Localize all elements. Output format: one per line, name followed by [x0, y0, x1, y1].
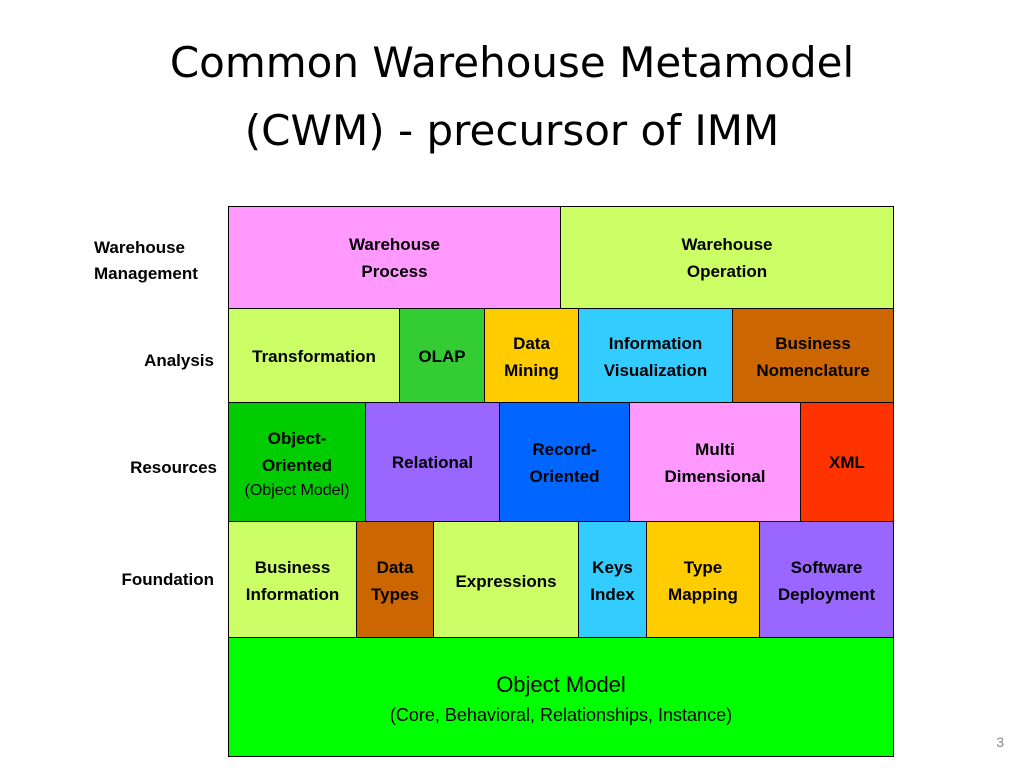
box-business-nomenclature: Business Nomenclature — [732, 308, 894, 403]
box-warehouse-operation-line-2: Operation — [686, 262, 768, 281]
box-transformation: Transformation — [228, 308, 400, 403]
box-olap: OLAP — [399, 308, 485, 403]
box-type-mapping-line-2: Mapping — [668, 585, 738, 604]
box-information-visualization-line-1: Information — [608, 334, 703, 353]
box-record-oriented: Record- Oriented — [499, 402, 630, 522]
box-software-deployment-line-2: Deployment — [777, 585, 876, 604]
box-object-model: Object Model (Core, Behavioral, Relation… — [228, 637, 894, 757]
box-keys-index: Keys Index — [578, 521, 647, 638]
box-keys-index-line-1: Keys — [592, 558, 633, 577]
box-record-oriented-line-2: Oriented — [529, 467, 600, 486]
box-business-nomenclature-line-2: Nomenclature — [756, 361, 870, 380]
box-type-mapping: Type Mapping — [646, 521, 760, 638]
slide-title-line-1: Common Warehouse Metamodel — [169, 38, 855, 87]
box-expressions: Expressions — [433, 521, 579, 638]
box-expressions-line-1: Expressions — [455, 572, 557, 591]
box-business-information-line-2: Information — [245, 585, 340, 604]
slide-title-line-2: (CWM) - precursor of IMM — [244, 106, 780, 155]
box-data-mining-line-2: Mining — [504, 361, 559, 380]
box-relational-line-1: Relational — [391, 453, 474, 472]
box-transformation-line-1: Transformation — [252, 347, 376, 366]
box-object-oriented: Object- Oriented (Object Model) — [228, 402, 366, 522]
box-data-types: Data Types — [356, 521, 434, 638]
row-label-analysis: Analysis — [144, 351, 214, 370]
box-warehouse-process-line-2: Process — [361, 262, 428, 281]
slide-number: 3 — [996, 734, 1004, 750]
box-object-model-subtitle: (Core, Behavioral, Relationships, Instan… — [389, 705, 733, 725]
box-object-oriented-line-2: Oriented — [262, 456, 332, 475]
box-software-deployment-line-1: Software — [790, 558, 863, 577]
box-warehouse-process-line-1: Warehouse — [348, 235, 440, 254]
box-olap-line-1: OLAP — [418, 347, 466, 366]
box-multi-dimensional-line-2: Dimensional — [664, 467, 766, 486]
row-label-warehouse-management-line-1: Warehouse — [94, 238, 186, 257]
row-label-warehouse-management: Warehouse Management — [94, 235, 198, 287]
box-data-mining: Data Mining — [484, 308, 579, 403]
box-business-information: Business Information — [228, 521, 357, 638]
box-object-oriented-line-1: Object- — [267, 429, 327, 448]
box-business-information-line-1: Business — [254, 558, 331, 577]
row-label-resources: Resources — [130, 458, 217, 477]
box-multi-dimensional-line-1: Multi — [695, 440, 735, 459]
box-warehouse-process: Warehouse Process — [228, 206, 561, 309]
box-business-nomenclature-line-1: Business — [775, 334, 851, 353]
row-label-warehouse-management-line-2: Management — [94, 264, 198, 283]
box-data-types-line-1: Data — [376, 558, 414, 577]
box-xml-line-1: XML — [829, 453, 865, 472]
box-object-oriented-subtitle: (Object Model) — [244, 482, 350, 499]
box-type-mapping-line-1: Type — [683, 558, 723, 577]
box-software-deployment: Software Deployment — [759, 521, 894, 638]
box-keys-index-line-2: Index — [590, 585, 635, 604]
row-label-foundation: Foundation — [121, 570, 214, 589]
box-warehouse-operation: Warehouse Operation — [560, 206, 894, 309]
box-object-model-title: Object Model — [496, 672, 626, 697]
box-relational: Relational — [365, 402, 500, 522]
box-information-visualization: Information Visualization — [578, 308, 733, 403]
box-warehouse-operation-line-1: Warehouse — [681, 235, 773, 254]
box-data-types-line-2: Types — [371, 585, 419, 604]
box-information-visualization-line-2: Visualization — [603, 361, 708, 380]
box-record-oriented-line-1: Record- — [532, 440, 597, 459]
box-data-mining-line-1: Data — [513, 334, 550, 353]
box-xml: XML — [800, 402, 894, 522]
box-multi-dimensional: Multi Dimensional — [629, 402, 801, 522]
